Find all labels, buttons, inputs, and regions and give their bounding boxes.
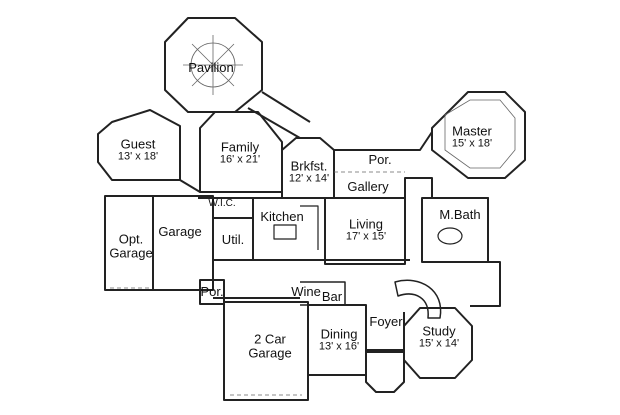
room-dims: Garage <box>248 345 292 360</box>
room-dims: 17' x 15' <box>345 230 387 243</box>
room-name: Study <box>422 323 456 339</box>
por-side-walls <box>199 279 225 305</box>
room-label-mbath: M.Bath <box>439 208 480 222</box>
hall-wall <box>213 259 410 299</box>
room-label-wine: Wine <box>291 285 321 299</box>
living-walls <box>324 197 406 265</box>
rear-wall <box>334 131 433 151</box>
room-dims: 16' x 21' <box>219 153 261 166</box>
room-name: Living <box>349 216 383 232</box>
room-name: Opt. <box>118 231 144 247</box>
room-name: Guest <box>120 136 156 152</box>
kitchen-island <box>273 224 297 240</box>
room-name: Gallery <box>347 179 389 195</box>
room-label-kitchen: Kitchen <box>260 210 303 224</box>
room-name: Kitchen <box>260 209 304 225</box>
room-name: Family <box>220 139 260 155</box>
room-name: Foyer <box>369 314 403 330</box>
study-walls <box>403 307 473 379</box>
tub <box>437 227 463 245</box>
room-name: Wine <box>291 284 321 300</box>
room-name: Bar <box>321 289 343 305</box>
room-name: Por. <box>200 284 224 300</box>
room-label-opt-garage: Opt.Garage <box>109 232 152 259</box>
room-dims: 12' x 14' <box>288 172 330 185</box>
room-label-brkfst: Brkfst.12' x 14' <box>289 159 329 184</box>
room-label-util: Util. <box>222 233 244 247</box>
pavilion-connector <box>247 91 311 139</box>
kitchen-walls <box>252 197 326 261</box>
kitchen-counter <box>300 205 319 250</box>
room-label-pavilion: Pavilion <box>188 61 234 75</box>
room-label-por-side: Por. <box>200 285 223 299</box>
room-name: Dining <box>320 326 358 342</box>
room-name: Pavilion <box>188 60 234 76</box>
room-dims: 13' x 16' <box>318 340 360 353</box>
room-name: Brkfst. <box>290 158 328 174</box>
room-label-wic: W.I.C. <box>208 197 236 210</box>
room-name: Garage <box>158 224 202 240</box>
room-name: 2 Car <box>254 331 286 347</box>
room-name: M.Bath <box>439 207 481 223</box>
room-label-foyer: Foyer <box>369 315 402 329</box>
stair <box>394 279 442 319</box>
room-name: Por. <box>368 152 392 168</box>
room-dims: Garage <box>109 245 153 260</box>
guest-walls <box>97 109 181 181</box>
room-label-por-top: Por. <box>368 153 391 167</box>
room-label-garage: Garage <box>158 225 201 239</box>
room-name: W.I.C. <box>208 197 236 209</box>
room-dims: 13' x 18' <box>117 150 159 163</box>
master-walls <box>431 91 526 179</box>
room-label-bar: Bar <box>322 290 342 304</box>
room-dims: 15' x 14' <box>418 337 460 350</box>
room-label-gallery: Gallery <box>347 180 388 194</box>
room-name: Master <box>452 123 492 139</box>
room-dims: 15' x 18' <box>451 137 493 150</box>
room-name: Util. <box>221 232 245 248</box>
entry-bay <box>365 351 405 393</box>
garage-walls <box>152 195 214 291</box>
mbath-walls <box>421 197 489 263</box>
